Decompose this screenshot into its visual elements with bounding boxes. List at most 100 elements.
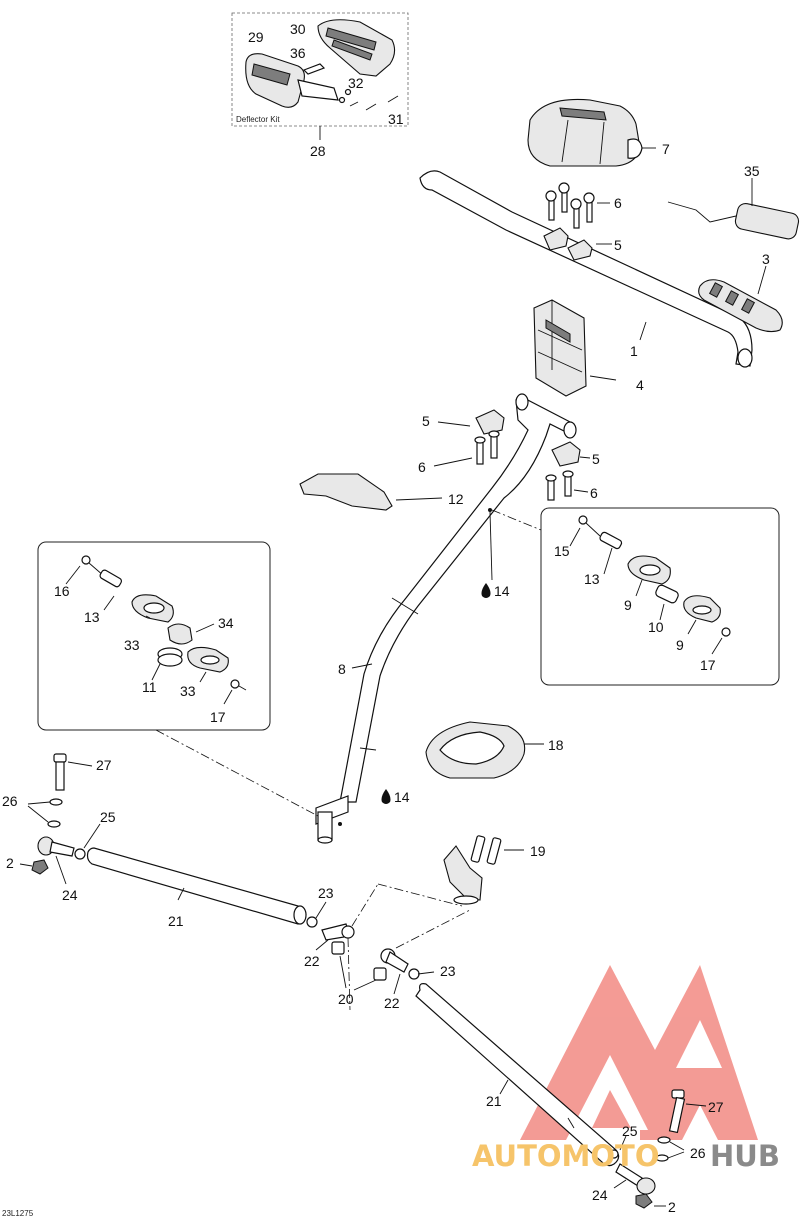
- bearing-half-part-33-lower: [187, 646, 229, 673]
- callout-7: 7: [662, 141, 670, 157]
- callout-19: 19: [530, 843, 546, 859]
- callout-9-lower: 9: [676, 637, 684, 653]
- callout-21-right: 21: [486, 1093, 502, 1109]
- automotohub-triangle-logo: [520, 965, 758, 1140]
- watermark-brand-part2: HUB: [710, 1139, 780, 1173]
- callout-22-right: 22: [384, 995, 400, 1011]
- handlebar-pad-part-7: [527, 98, 643, 167]
- callout-35: 35: [744, 163, 760, 179]
- callout-27-right: 27: [708, 1099, 724, 1115]
- nut-part-23-right: [408, 968, 420, 980]
- callout-2-right: 2: [668, 1199, 676, 1215]
- callout-29: 29: [248, 29, 264, 45]
- nut-part-25-right: [609, 1149, 619, 1159]
- bearing-half-part-9-lower: [683, 595, 721, 623]
- callout-23-left: 23: [318, 885, 334, 901]
- bearing-half-part-33-upper: [131, 594, 174, 623]
- callout-labels: 1 2 2 3 4 5 5 5 6 6 6 7 8 9 9 10 11 12 1…: [2, 21, 770, 1215]
- nut-part-17-left: [230, 679, 240, 689]
- callout-8: 8: [338, 661, 346, 677]
- callout-27-left: 27: [96, 757, 112, 773]
- bracket-part-19: [443, 835, 502, 905]
- spacer-part-10: [655, 584, 679, 604]
- clamp-part-5-lower-left: [475, 409, 505, 435]
- bushing-part-13-right: [599, 531, 623, 550]
- callout-25-left: 25: [100, 809, 116, 825]
- watermark-brand-part1: AUTOMOTO: [472, 1139, 659, 1173]
- clamp-bolts-part-6-lower-right: [545, 470, 574, 501]
- callout-33-upper: 33: [124, 637, 140, 653]
- spacer-part-20b: [373, 967, 387, 981]
- clamp-part-5-lower-right: [551, 441, 581, 467]
- callout-24-right: 24: [592, 1187, 608, 1203]
- callout-18: 18: [548, 737, 564, 753]
- callout-33-lower: 33: [180, 683, 196, 699]
- callout-14-a: 14: [494, 583, 510, 599]
- hand-guard-part-29: [245, 53, 339, 108]
- callout-34: 34: [218, 615, 234, 631]
- callout-6-lower-right: 6: [590, 485, 598, 501]
- tie-rod-end-part-22-right: [380, 948, 409, 973]
- callout-23-right: 23: [440, 963, 456, 979]
- tie-rod-end-part-22-left: [321, 923, 355, 941]
- callout-5-lower-right: 5: [592, 451, 600, 467]
- clamp-bolts-part-6-upper: [545, 182, 595, 229]
- bolt-part-27-left: [53, 753, 67, 791]
- nut-part-2-left: [31, 859, 49, 875]
- clamp-part-5-upper: [543, 227, 593, 261]
- tie-rod-end-part-24-left: [37, 836, 75, 857]
- tie-rod-part-21-left: [86, 847, 307, 925]
- callout-4: 4: [636, 377, 644, 393]
- callout-16: 16: [54, 583, 70, 599]
- callout-30: 30: [290, 21, 306, 37]
- nut-part-23-left: [306, 916, 318, 928]
- callout-1: 1: [630, 343, 638, 359]
- callout-11: 11: [142, 679, 157, 695]
- hand-guard-part-30: [317, 19, 396, 77]
- washers-part-26-right: [655, 1136, 671, 1162]
- callout-3: 3: [762, 251, 770, 267]
- bearing-half-part-9-upper: [627, 555, 671, 585]
- steering-column-part-8: [315, 393, 577, 844]
- tie-rod-end-part-24-right: [615, 1163, 656, 1195]
- callout-5-lower-left: 5: [422, 413, 430, 429]
- nut-part-25-left: [74, 848, 86, 860]
- callout-24-left: 24: [62, 887, 78, 903]
- callout-9-upper: 9: [624, 597, 632, 613]
- nut-part-17-right: [721, 627, 731, 637]
- callout-20: 20: [338, 991, 354, 1007]
- drawing-code: 23L1275: [2, 1209, 34, 1218]
- callout-25-right: 25: [622, 1123, 638, 1139]
- bolt-part-16: [81, 555, 105, 577]
- label-sticker-36: [302, 63, 326, 75]
- detail-box-right: [540, 507, 780, 686]
- callout-26-right: 26: [690, 1145, 706, 1161]
- oil-drop-icon-14a: [481, 583, 491, 598]
- callout-2-left: 2: [6, 855, 14, 871]
- riser-part-4: [533, 299, 587, 397]
- callout-15: 15: [554, 543, 570, 559]
- callout-14-b: 14: [394, 789, 410, 805]
- seal-part-11: [157, 647, 183, 667]
- kit-label: Deflector Kit: [236, 115, 280, 124]
- callout-13-left: 13: [84, 609, 100, 625]
- plate-part-12: [299, 473, 393, 511]
- callout-36: 36: [290, 45, 306, 61]
- callout-12: 12: [448, 491, 464, 507]
- callout-13-right: 13: [584, 571, 600, 587]
- clamp-bolts-part-6-lower-left: [474, 430, 500, 465]
- callout-28: 28: [310, 143, 326, 159]
- callout-6-upper: 6: [614, 195, 622, 211]
- detail-box-left: [37, 541, 271, 731]
- callout-10: 10: [648, 619, 664, 635]
- bolt-part-15: [578, 515, 601, 537]
- tie-rod-part-21-right: [415, 983, 620, 1167]
- screws-31-32: [338, 88, 399, 111]
- oil-drop-icon-14b: [381, 789, 391, 804]
- spacer-part-34: [167, 623, 193, 645]
- bushing-part-13-left: [99, 569, 123, 588]
- callout-6-lower-left: 6: [418, 459, 426, 475]
- nut-part-2-right: [635, 1193, 653, 1209]
- callout-5-upper: 5: [614, 237, 622, 253]
